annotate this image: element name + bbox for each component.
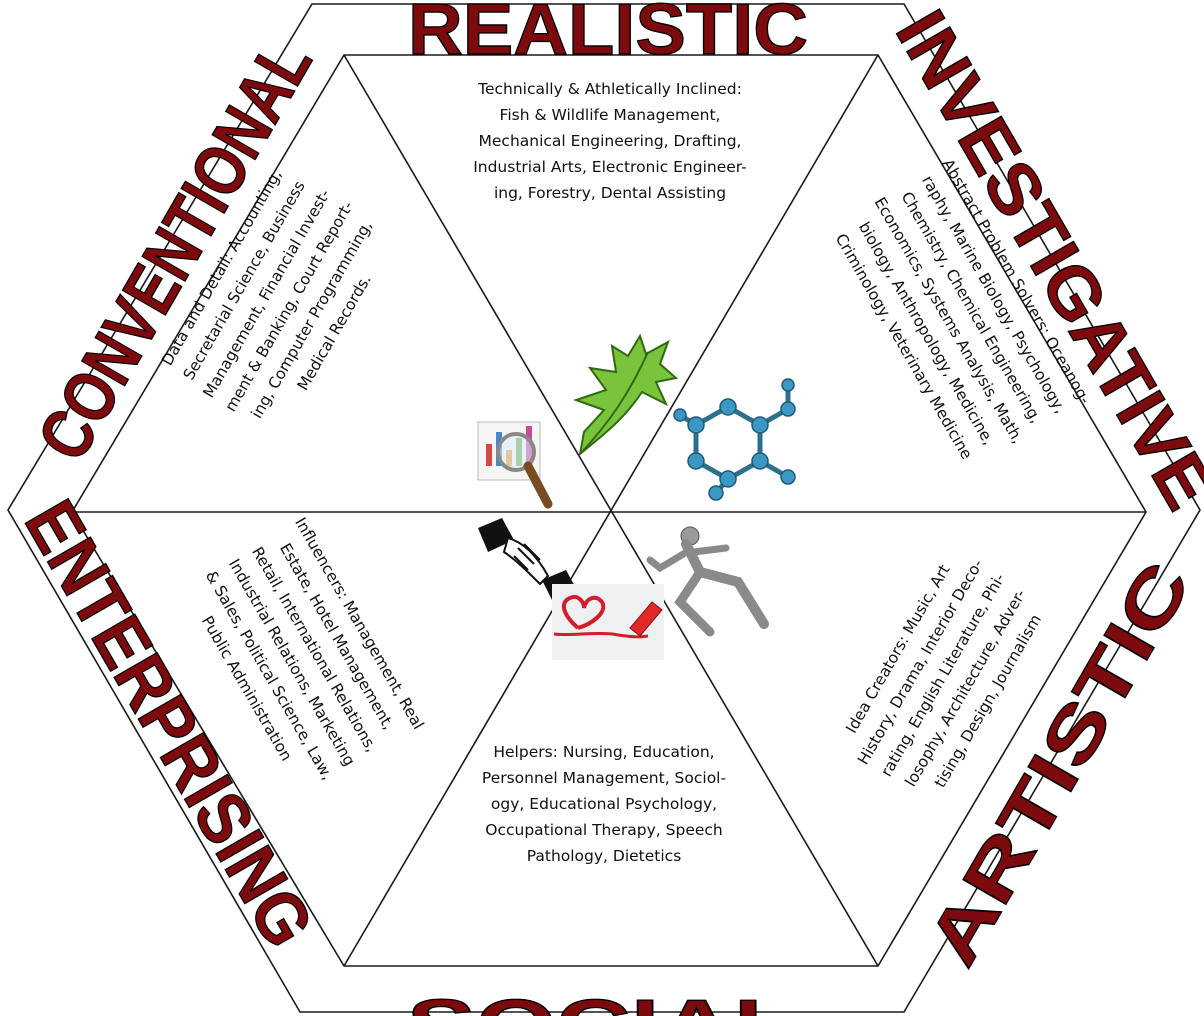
description-social: Helpers: Nursing, Education, Personnel M…: [481, 743, 727, 865]
athlete-statue-icon: [646, 526, 769, 637]
outer-hexagon: [7, 3, 1201, 1013]
description-realistic: Technically & Athletically Inclined: Fis…: [473, 80, 747, 202]
magnifier-chart-icon: [477, 421, 553, 509]
divider-line-2: [343, 54, 879, 967]
title-realistic: REALISTIC: [408, 0, 808, 70]
molecule-icon: [673, 378, 796, 501]
leaf-icon: [572, 333, 679, 457]
title-social: SOCIAL: [407, 986, 797, 1016]
heart-marker-icon: [552, 584, 664, 660]
